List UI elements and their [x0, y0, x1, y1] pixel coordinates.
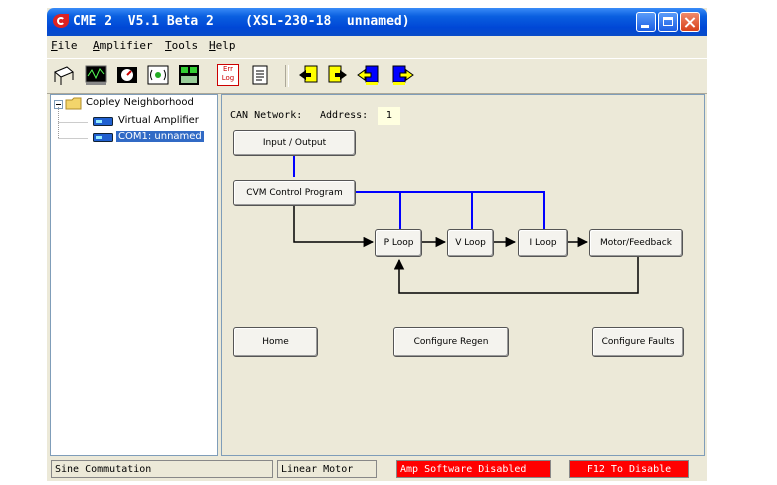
- maximize-button[interactable]: [658, 12, 678, 32]
- signal-flow-wires: [293, 155, 639, 294]
- status-bar: Sine Commutation Linear Motor Amp Softwa…: [47, 458, 707, 480]
- collapse-icon[interactable]: [54, 100, 63, 109]
- can-network-label: CAN Network:: [230, 110, 303, 121]
- address-label: Address:: [320, 110, 369, 121]
- menu-help[interactable]: Help: [209, 39, 236, 52]
- save-to-flash-icon[interactable]: [357, 64, 379, 86]
- io-icon[interactable]: [147, 64, 169, 86]
- app-window: CME 2 V5.1 Beta 2 (XSL-230-18 unnamed) F…: [47, 8, 707, 481]
- menu-amplifier[interactable]: Amplifier: [93, 39, 153, 52]
- configure-faults-button[interactable]: Configure Faults: [592, 327, 684, 357]
- amplifier-device-icon: [93, 133, 113, 142]
- restore-from-disk-icon[interactable]: [327, 64, 349, 86]
- amp-state-status: Amp Software Disabled: [396, 460, 551, 478]
- menu-file[interactable]: File: [51, 39, 78, 52]
- scope-icon[interactable]: [85, 64, 107, 86]
- amplifier-device-icon: [93, 117, 113, 126]
- p-loop-button[interactable]: P Loop: [375, 229, 422, 257]
- control-diagram: CAN Network: Address: 1 Input / Output C: [221, 94, 705, 456]
- motor-feedback-button[interactable]: Motor/Feedback: [589, 229, 683, 257]
- commutation-status: Sine Commutation: [51, 460, 273, 478]
- input-output-button[interactable]: Input / Output: [233, 130, 356, 156]
- home-button[interactable]: Home: [233, 327, 318, 357]
- motor-type-status: Linear Motor: [277, 460, 377, 478]
- notes-icon[interactable]: [249, 64, 271, 86]
- control-panel-icon[interactable]: [178, 64, 200, 86]
- tree-item-label: Virtual Amplifier: [118, 115, 199, 126]
- tree-lines: [58, 107, 88, 139]
- configure-regen-button[interactable]: Configure Regen: [393, 327, 509, 357]
- toolbar-separator: [285, 65, 289, 87]
- tree-item-label: COM1: unnamed: [116, 131, 204, 142]
- menu-bar: File Amplifier Tools Help: [47, 36, 707, 56]
- tree-item-com1[interactable]: COM1: unnamed: [51, 131, 217, 145]
- title-bar[interactable]: CME 2 V5.1 Beta 2 (XSL-230-18 unnamed): [47, 8, 707, 36]
- folder-icon: [65, 97, 82, 110]
- close-button[interactable]: [680, 12, 700, 32]
- error-log-icon[interactable]: Err Log: [217, 64, 239, 86]
- toolbar: Err Log: [47, 58, 707, 94]
- motor-icon[interactable]: [116, 64, 138, 86]
- minimize-button[interactable]: [636, 12, 656, 32]
- address-value: 1: [378, 107, 400, 125]
- save-to-disk-icon[interactable]: [297, 64, 319, 86]
- tree-root-label: Copley Neighborhood: [86, 97, 194, 108]
- menu-tools[interactable]: Tools: [165, 39, 199, 52]
- cvm-control-program-button[interactable]: CVM Control Program: [233, 180, 356, 206]
- cme-logo-icon: [53, 14, 69, 28]
- tree-item-virtual-amplifier[interactable]: Virtual Amplifier: [51, 115, 217, 129]
- neighborhood-tree: Copley Neighborhood Virtual Amplifier CO…: [50, 94, 218, 456]
- window-title: CME 2 V5.1 Beta 2 (XSL-230-18 unnamed): [73, 14, 410, 29]
- restore-from-flash-icon[interactable]: [392, 64, 414, 86]
- v-loop-button[interactable]: V Loop: [447, 229, 494, 257]
- tree-root-row[interactable]: Copley Neighborhood: [51, 97, 217, 111]
- i-loop-button[interactable]: I Loop: [518, 229, 568, 257]
- disable-hotkey-status: F12 To Disable: [569, 460, 689, 478]
- amplifier-icon[interactable]: [53, 64, 75, 86]
